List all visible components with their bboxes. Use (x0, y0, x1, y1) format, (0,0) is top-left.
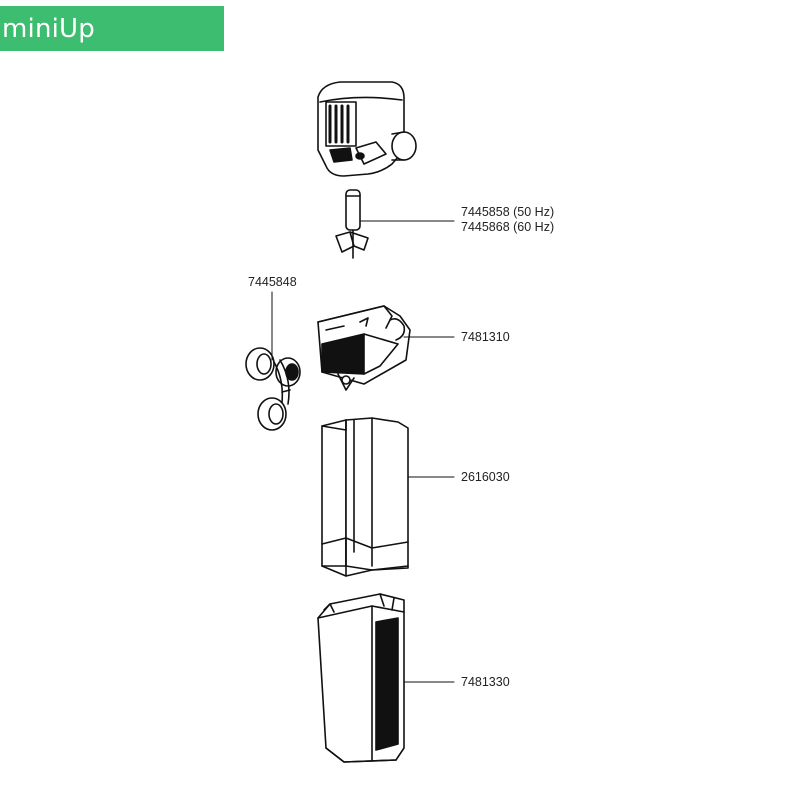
label-impeller-50hz: 7445858 (50 Hz) (461, 205, 555, 219)
label-impeller-60hz: 7445868 (60 Hz) (461, 220, 555, 234)
label-motor-holder-part: 7481310 (461, 330, 510, 344)
label-filter-sponge-part: 2616030 (461, 470, 510, 484)
label-impeller: 7445858 (50 Hz) 7445868 (60 Hz) (461, 205, 554, 235)
leader-lines (271, 220, 455, 683)
label-motor-holder: 7481310 (461, 330, 510, 345)
label-filter-case-part: 7481330 (461, 675, 510, 689)
motor-holder (317, 305, 411, 391)
label-suction-cups-part: 7445848 (248, 275, 297, 289)
label-suction-cups: 7445848 (248, 275, 297, 290)
product-title: miniUp (2, 13, 95, 44)
title-banner: miniUp (0, 6, 224, 51)
filter-sponge (321, 417, 409, 577)
label-filter-case: 7481330 (461, 675, 510, 690)
suction-cups (245, 347, 301, 431)
filter-case (317, 593, 405, 763)
pump-motor-head (317, 81, 417, 177)
impeller (335, 189, 369, 259)
label-filter-sponge: 2616030 (461, 470, 510, 485)
